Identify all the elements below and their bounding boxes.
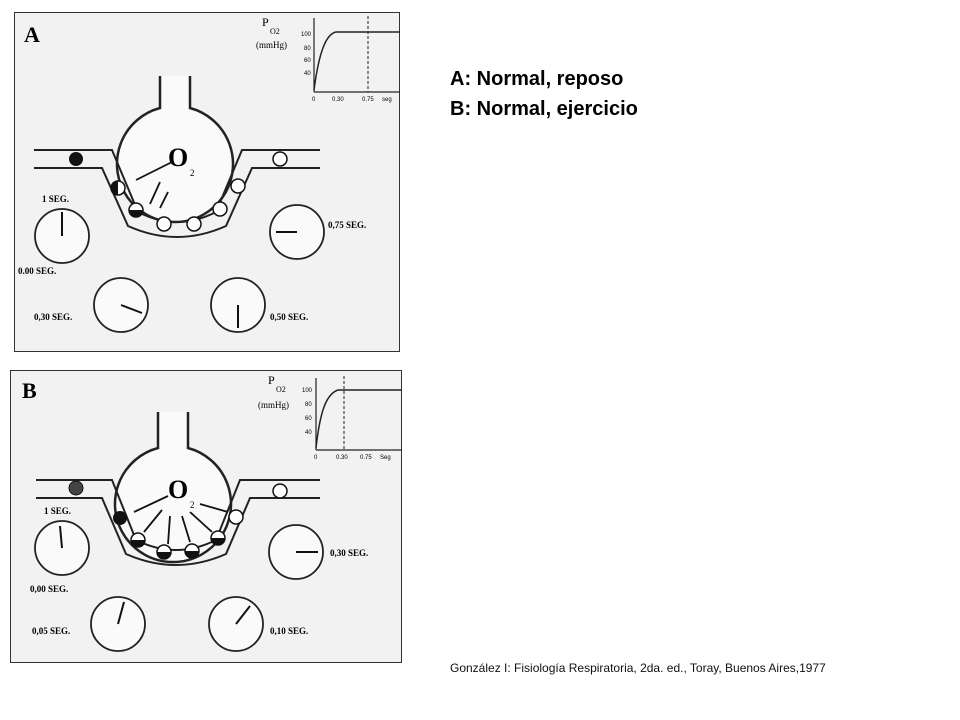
red-cell-deoxygenated [113,511,127,525]
po2-axis-label: P [268,373,275,387]
gas-label: O [168,143,188,172]
y-tick: 60 [304,58,311,64]
red-cell-oxygenated [272,483,288,499]
po2-axis-sub: O2 [270,27,280,36]
red-cell-oxygenated [272,151,288,167]
clock-icon [208,596,264,652]
clock-icon [93,277,149,333]
clock-icon [268,524,324,580]
gas-label: O [168,475,188,504]
red-cell-partial [128,202,144,218]
po2-curve [315,389,402,449]
clock-label: 0,75 SEG. [328,220,366,230]
po2-curve [313,31,400,91]
clock-label: 0,30 SEG. [330,548,368,558]
panel-label: B [22,378,37,403]
legend-b: B: Normal, ejercicio [450,98,638,120]
red-cell-partial [130,532,146,548]
po2-unit: (mmHg) [256,40,287,50]
diagram-a: A P O2 (mmHg) 100 80 60 40 0 0.30 0.75 s… [14,12,400,352]
po2-axis-label: P [262,15,269,29]
panel-a: A P O2 (mmHg) 100 80 60 40 0 0.30 0.75 s… [14,12,400,352]
diagram-b: B P O2 (mmHg) 100 80 60 40 0 0.30 0.75 S… [10,370,402,663]
po2-unit: (mmHg) [258,400,289,410]
y-tick: 40 [305,430,312,436]
red-cell-partial [156,544,172,560]
clock-label: 0,05 SEG. [32,626,70,636]
red-cell-oxygenated [230,178,246,194]
x-tick: 0 [312,97,316,103]
diffusion-arrows [133,495,229,545]
clock-label: 0,30 SEG. [34,312,72,322]
x-tick: 0.75 [360,455,372,461]
red-cell-deoxygenated [68,480,84,496]
legend-a: A: Normal, reposo [450,68,624,90]
gas-sub: 2 [190,168,195,178]
red-cell-oxygenated [212,201,228,217]
x-tick: 0.75 [362,97,374,103]
red-cell-oxygenated [228,509,244,525]
red-cell-oxygenated [156,216,172,232]
alveolus: O 2 [113,412,233,564]
y-tick: 60 [305,416,312,422]
red-cell-partial [210,530,226,546]
x-tick: 0.30 [336,455,348,461]
clock-icon [210,277,266,333]
gas-sub: 2 [190,500,195,510]
y-tick: 80 [305,402,312,408]
y-tick: 100 [302,388,313,394]
citation: González I: Fisiología Respiratoria, 2da… [450,661,826,675]
x-tick: seg [382,97,392,103]
red-cell-oxygenated [186,216,202,232]
clock-label: 0,10 SEG. [270,626,308,636]
red-cell-partial [110,180,126,196]
po2-graph: P O2 (mmHg) 100 80 60 40 0 0.30 0.75 seg [256,15,400,103]
po2-graph: P O2 (mmHg) 100 80 60 40 0 0.30 0.75 Seg [258,373,402,461]
clock-label: 1 SEG. [42,194,69,204]
x-tick: 0 [314,455,318,461]
clock-label: 0,50 SEG. [270,312,308,322]
panel-label: A [24,22,40,47]
clock-time-label: 0,00 SEG. [30,584,68,594]
clock-icon [90,596,146,652]
clock-icon [34,520,90,576]
clock-label: 1 SEG. [44,506,71,516]
panel-b: B P O2 (mmHg) 100 80 60 40 0 0.30 0.75 S… [10,370,402,663]
red-cell-deoxygenated [69,152,83,166]
clock-time-label: 0.00 SEG. [18,266,56,276]
y-tick: 80 [304,46,311,52]
x-tick: Seg [380,455,391,461]
red-cell-partial [184,543,200,559]
y-tick: 40 [304,71,311,77]
x-tick: 0.30 [332,97,344,103]
diffusion-arrows [135,161,173,209]
po2-axis-sub: O2 [276,385,286,394]
y-tick: 100 [301,32,312,38]
clock-icon [34,208,90,264]
clock-icon [269,204,325,260]
